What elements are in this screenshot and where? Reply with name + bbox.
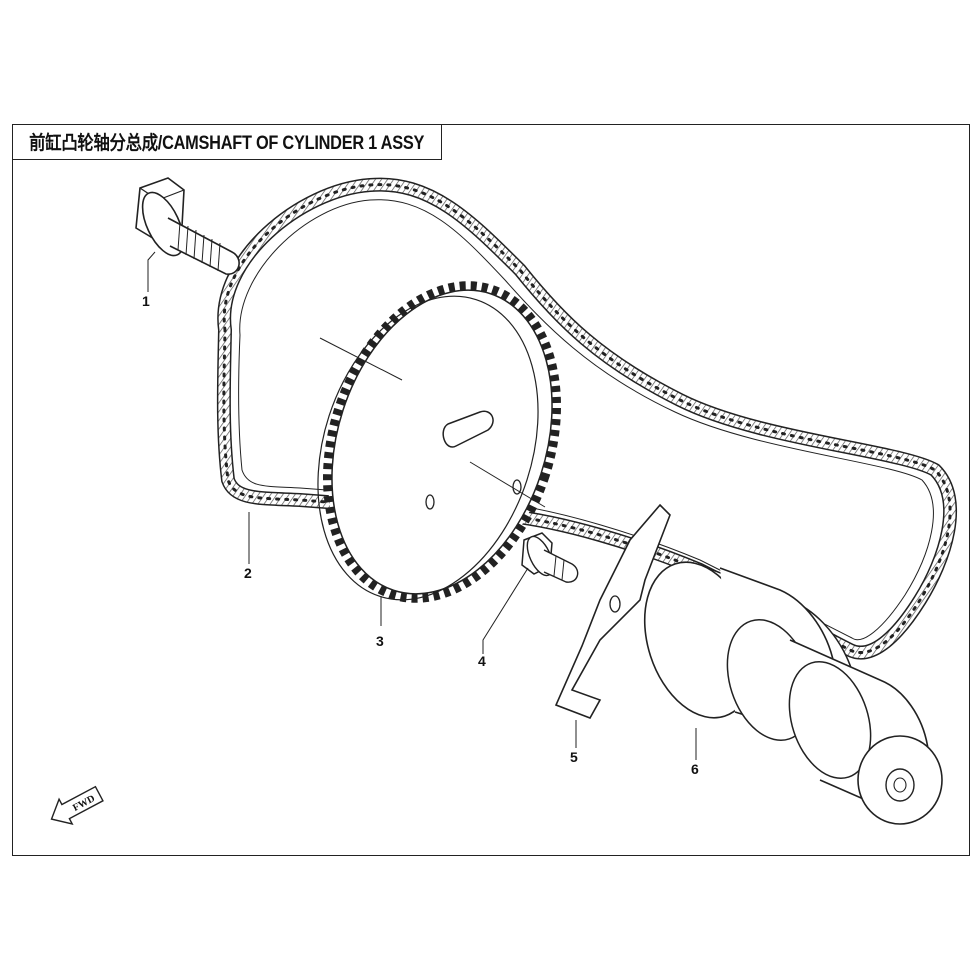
diagram-frame [12, 124, 970, 856]
flange-bolt [135, 177, 240, 275]
callout-3: 3 [376, 633, 384, 649]
callout-2: 2 [244, 565, 252, 581]
title-box: 前缸凸轮轴分总成/CAMSHAFT OF CYLINDER 1 ASSY [12, 124, 442, 160]
sprocket-hole-2 [512, 479, 522, 495]
leader-lines [147, 251, 697, 760]
camshaft [643, 561, 943, 825]
sprocket-hole-1 [425, 494, 435, 510]
callout-1: 1 [142, 293, 150, 309]
timing-chain [216, 177, 957, 660]
chain-outline-hatch [218, 179, 956, 659]
diagram-title: 前缸凸轮轴分总成/CAMSHAFT OF CYLINDER 1 ASSY [29, 133, 425, 154]
sprocket-rim-back [317, 295, 539, 601]
cam-sprocket [317, 281, 561, 603]
callout-5: 5 [570, 749, 578, 765]
chain-outline-outer [216, 177, 957, 660]
small-bolt [521, 532, 579, 583]
thrust-plate [554, 503, 671, 719]
callout-4: 4 [478, 653, 486, 669]
callout-6: 6 [691, 761, 699, 777]
chain-links [222, 183, 952, 655]
sprocket-hub-slot [442, 410, 494, 448]
fwd-arrow-icon: FWD [50, 785, 104, 825]
